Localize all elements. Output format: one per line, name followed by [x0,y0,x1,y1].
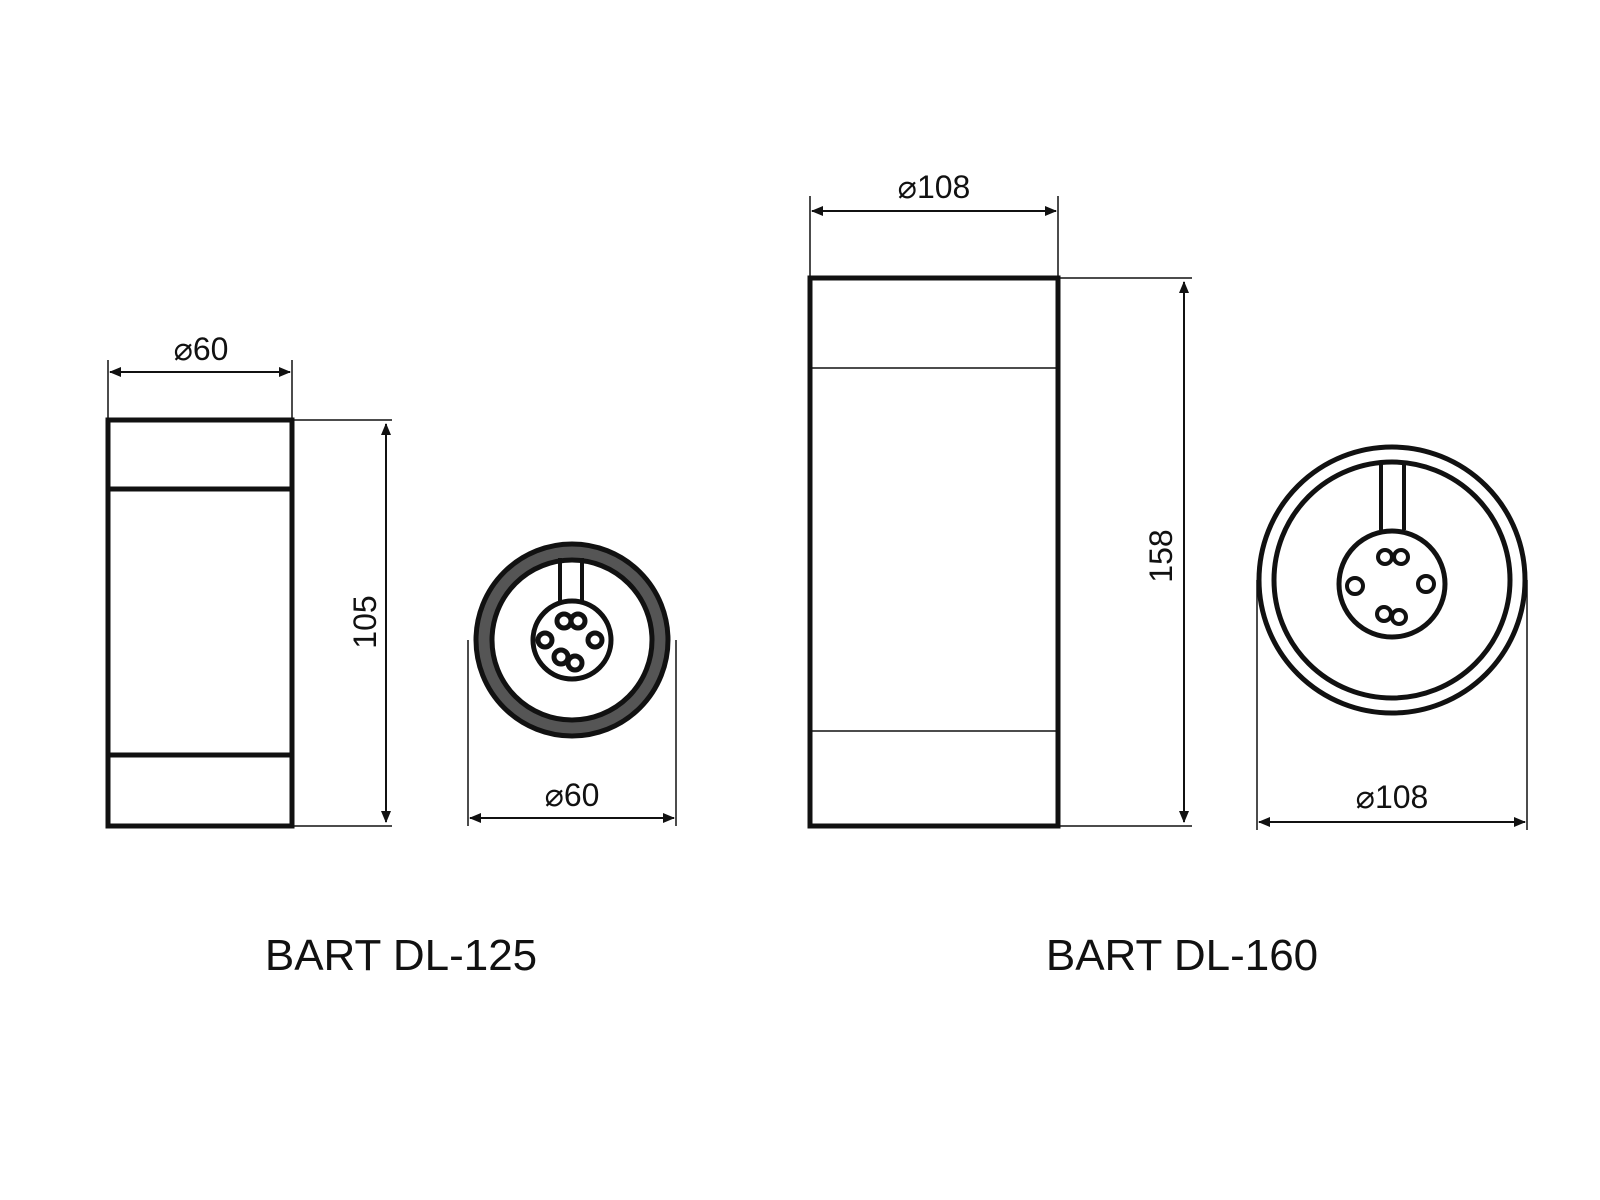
dl125-side-diameter-label: ⌀60 [174,331,229,367]
dl125-front-diameter-label: ⌀60 [545,777,600,813]
dl160-front-diameter-label: ⌀108 [1356,779,1429,815]
dl125-model-title: BART DL-125 [265,931,537,980]
dl160-side-view [807,196,1192,829]
dl160-height-label: 158 [1143,529,1179,582]
dl125-body-outline [105,417,295,829]
dl160-model-title: BART DL-160 [1046,931,1318,980]
dl160-hub [1336,528,1448,640]
dl125-side-view [105,360,392,829]
dl125-pin-holes [535,611,605,673]
dl160-side-diameter-label: ⌀108 [898,169,971,205]
dl160-front-view [1256,444,1528,830]
dl125-front-view [467,541,677,826]
dl160-body-outline [807,275,1061,829]
dl125-height-label: 105 [347,595,383,648]
dl160-pin-holes [1345,548,1436,626]
